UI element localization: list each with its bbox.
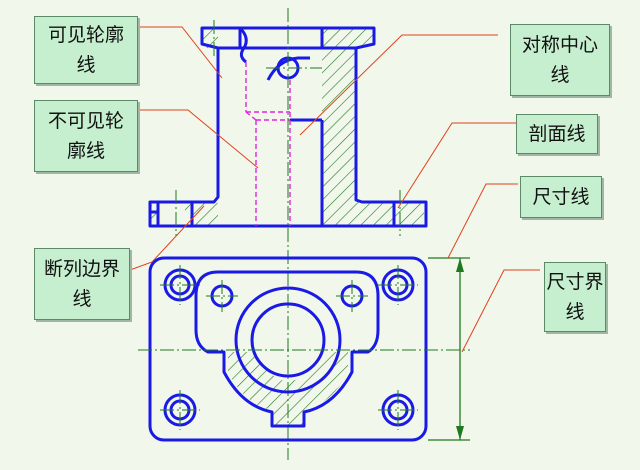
front-visible-outline: [148, 26, 428, 228]
label-hidden-outline: 不可见轮 廓线: [34, 100, 138, 172]
label-break-boundary: 断列边界 线: [34, 248, 130, 320]
hatch-left-base-break: [180, 203, 218, 226]
base-plate-outline: [148, 256, 428, 442]
label-dimension-line-text: 尺寸线: [532, 186, 590, 208]
label-break-boundary-line2: 线: [72, 288, 92, 310]
front-view: [148, 8, 428, 460]
label-break-boundary-line1: 断列边界: [43, 258, 120, 280]
hatch-right-wall: [322, 28, 374, 203]
label-dimension-line: 尺寸线: [520, 176, 602, 218]
top-view-center-lines: [138, 265, 470, 430]
label-extension-line: 尺寸界 线: [544, 262, 606, 332]
left-break-edge: [238, 26, 248, 64]
label-hidden-outline-line2: 廓线: [66, 140, 105, 162]
dimension-arrow-bottom: [456, 426, 464, 440]
label-visible-outline-line1: 可见轮廓: [47, 24, 124, 46]
label-extension-line-line1: 尺寸界: [546, 271, 604, 293]
label-symmetry-center-line2: 线: [550, 64, 570, 86]
leader-dimension-line: [447, 183, 518, 259]
leader-extension-line: [461, 269, 540, 353]
leader-hidden-outline: [138, 109, 259, 169]
leader-symmetry-center: [299, 34, 498, 136]
main-bore-outer: [234, 286, 342, 394]
bore-outline: [238, 28, 324, 226]
main-bore-inner: [250, 302, 326, 378]
section-hatch: [150, 28, 424, 226]
side-boss-outline: [266, 56, 310, 81]
dimension-arrow-top: [456, 258, 464, 272]
label-section-line: 剖面线: [516, 114, 598, 154]
leader-lines: [129, 26, 540, 353]
label-extension-line-line2: 线: [565, 301, 585, 323]
top-view-hatch: [228, 352, 348, 426]
leader-visible-outline: [138, 26, 223, 79]
top-view: [138, 256, 470, 442]
front-hidden-lines: [245, 62, 291, 226]
label-visible-outline: 可见轮廓 线: [34, 16, 138, 84]
inner-outline: [194, 270, 380, 428]
label-visible-outline-line2: 线: [76, 54, 96, 76]
hatch-right-base: [322, 203, 424, 226]
leader-break-boundary: [129, 205, 205, 271]
leader-section-line: [397, 122, 516, 209]
hatch-bottom-boss: [228, 352, 348, 426]
label-section-line-text: 剖面线: [528, 123, 586, 145]
hatch-left-base-hole-wall: [150, 205, 158, 226]
label-hidden-outline-line1: 不可见轮: [47, 110, 124, 132]
label-symmetry-center: 对称中心 线: [510, 24, 610, 96]
label-symmetry-center-line1: 对称中心: [521, 34, 598, 56]
base-hole-left: [150, 202, 194, 226]
dimension-group: [428, 257, 470, 441]
